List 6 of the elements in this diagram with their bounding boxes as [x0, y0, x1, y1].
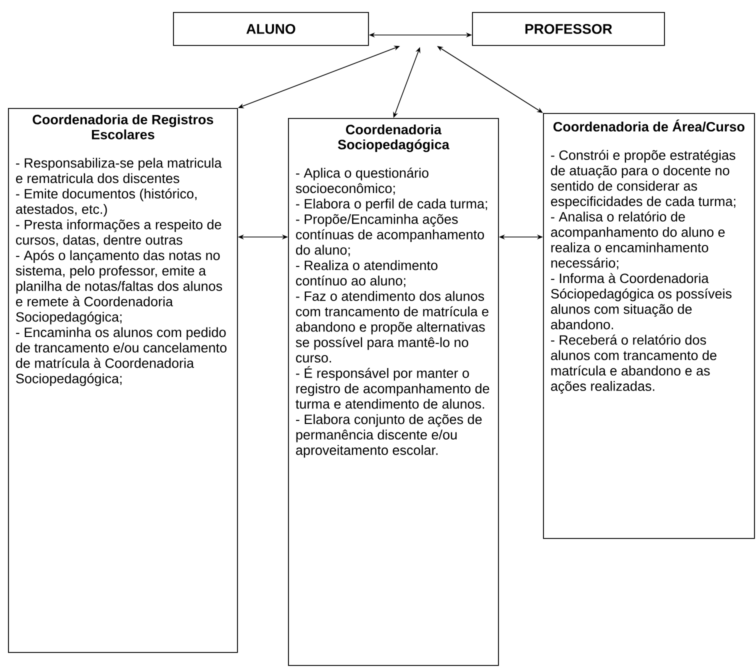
arrow: [437, 46, 543, 113]
role-box: PROFESSOR: [472, 12, 665, 46]
responsibility-box: Coordenadoria de Registros Escolares - Responsabiliza-se pela matricula e rematricula dos discentes - Emite documentos (histórico, atestados, etc.) - Presta informações a respeito de cursos, datas, dentre outras - Após o lançamento das notas no sistema, pelo professor, emite a planilha de notas/faltas dos alunos e remete à Coordenadoria Sociopedagógica; - Encaminha os alunos com pedido de trancamento e/ou cancelamento de matrícula à Coordenadoria Sociopedagógica;: [8, 108, 238, 653]
responsibility-box: Coordenadoria de Área/Curso - Constrói e propõe estratégias de atuação para o docente no sentido de considerar as especificidades de cada turma; - Analisa o relatório de acompanhamento do aluno e realiza o encaminhamento necessário; - Informa à Coordenadoria Sóciopedagógica os possíveis alunos com situação de abandono. - Receberá o relatório dos alunos com trancamento de matrícula e abandono e as ações realizadas.: [543, 113, 755, 539]
responsibility-box: Coordenadoria Sociopedagógica - Aplica o questionário socioeconômico; - Elabora o perfil de cada turma; - Propõe/Encaminha ações contínuas de acompanhamento do aluno; - Realiza o atendimento contínuo ao aluno; - Faz o atendimento dos alunos com trancamento de matrícula e abandono e propõe alternativas se possível para mantê-lo no curso. - É responsável por manter o registro de acompanhamento de turma e atendimento de alunos. - Elabora conjunto de ações de permanência discente e/ou aproveitamento escolar.: [288, 118, 499, 666]
role-box: ALUNO: [173, 12, 369, 46]
